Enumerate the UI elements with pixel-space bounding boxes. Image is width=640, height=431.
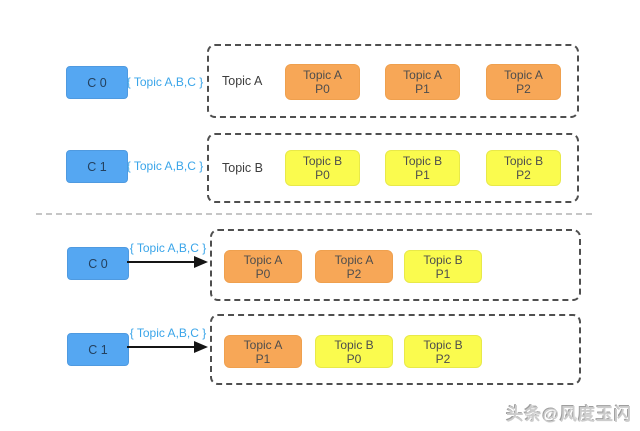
partition-topic: Topic B	[423, 337, 463, 352]
partition-box: Topic B P0	[315, 335, 393, 368]
topic-label: Topic B	[222, 161, 263, 175]
subscription-label: { Topic A,B,C }	[129, 326, 207, 340]
partition-id: P2	[346, 266, 362, 281]
partition-id: P0	[346, 351, 362, 366]
partition-topic: Topic A	[243, 252, 283, 267]
partition-box: Topic A P1	[224, 335, 302, 368]
partition-id: P0	[315, 82, 330, 96]
assignment-box-topic-b: Topic B Topic B P0 Topic B P1 Topic B P2	[207, 133, 579, 203]
partition-box: Topic A P1	[385, 64, 460, 100]
partition-id: P2	[516, 82, 531, 96]
partition-topic: Topic B	[503, 154, 544, 168]
partition-id: P1	[255, 351, 271, 366]
section-divider	[36, 213, 592, 215]
partition-box: Topic B P2	[404, 335, 482, 368]
partition-topic: Topic B	[302, 154, 343, 168]
consumer-box-c1: C 1	[67, 333, 129, 366]
arrow-line	[127, 261, 195, 263]
partition-topic: Topic B	[334, 337, 374, 352]
partition-topic: Topic B	[423, 252, 463, 267]
partition-box: Topic B P2	[486, 150, 561, 186]
partition-box: Topic A P2	[315, 250, 393, 283]
partition-topic: Topic A	[403, 68, 442, 82]
partition-topic: Topic A	[504, 68, 543, 82]
watermark-text: 头条@风度玉闪	[506, 405, 632, 424]
partition-box: Topic B P0	[285, 150, 360, 186]
consumer-box-c0: C 0	[66, 66, 128, 99]
partition-box: Topic B P1	[404, 250, 482, 283]
partition-id: P1	[415, 168, 430, 182]
partition-box: Topic A P0	[224, 250, 302, 283]
subscription-label: { Topic A,B,C }	[126, 75, 204, 89]
partition-topic: Topic A	[243, 337, 283, 352]
partition-id: P2	[435, 351, 451, 366]
partition-box: Topic A P0	[285, 64, 360, 100]
consumer-box-c1: C 1	[66, 150, 128, 183]
assignment-box-c0: Topic A P0 Topic A P2 Topic B P1	[210, 229, 581, 301]
consumer-box-c0: C 0	[67, 247, 129, 280]
partition-topic: Topic A	[334, 252, 374, 267]
partition-id: P1	[435, 266, 451, 281]
partition-id: P1	[415, 82, 430, 96]
arrow-head-icon	[194, 341, 208, 353]
assignment-box-topic-a: Topic A Topic A P0 Topic A P1 Topic A P2	[207, 44, 579, 118]
partition-id: P0	[315, 168, 330, 182]
subscription-label: { Topic A,B,C }	[129, 241, 207, 255]
partition-box: Topic A P2	[486, 64, 561, 100]
subscription-label: { Topic A,B,C }	[126, 159, 204, 173]
arrow-head-icon	[194, 256, 208, 268]
assignment-box-c1: Topic A P1 Topic B P0 Topic B P2	[210, 314, 581, 385]
partition-id: P0	[255, 266, 271, 281]
arrow-line	[127, 346, 195, 348]
partition-topic: Topic B	[402, 154, 443, 168]
partition-box: Topic B P1	[385, 150, 460, 186]
partition-id: P2	[516, 168, 531, 182]
partition-topic: Topic A	[303, 68, 342, 82]
topic-label: Topic A	[222, 74, 263, 88]
